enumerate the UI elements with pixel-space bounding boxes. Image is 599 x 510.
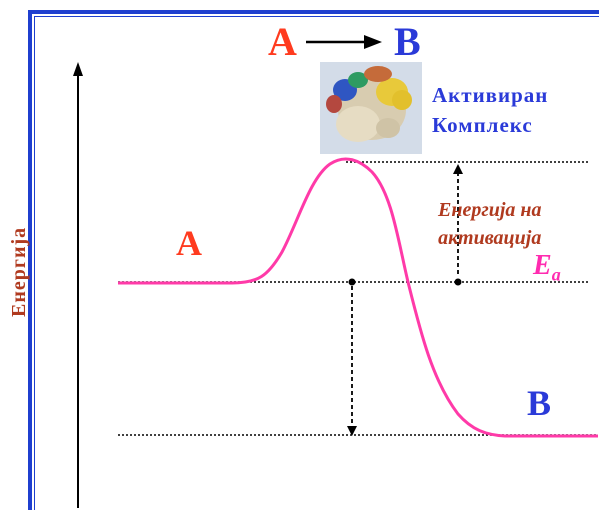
reactant-curve-label: A xyxy=(176,223,202,263)
frame-border-left-inner xyxy=(34,16,35,510)
activation-energy-symbol-e: E xyxy=(533,250,552,281)
activated-complex-line2: Комплекс xyxy=(432,113,533,137)
title-reactant-label: A xyxy=(268,19,297,64)
activation-energy-symbol: Ea xyxy=(533,250,561,286)
energy-curve xyxy=(118,157,598,438)
y-axis-label: Енергија xyxy=(8,226,30,317)
title-product-label: B xyxy=(394,19,421,64)
activated-complex-label: Активиран Комплекс xyxy=(432,80,548,140)
frame-border-top-inner xyxy=(34,16,599,17)
reaction-arrowhead xyxy=(364,35,382,49)
activated-complex-line1: Активиран xyxy=(432,83,549,107)
protein-molecule-image xyxy=(320,62,422,154)
frame-border-left xyxy=(28,10,32,510)
activation-energy-arrowhead-top xyxy=(453,164,463,174)
product-curve-label: B xyxy=(527,383,552,423)
activation-energy-line1: Енергија на xyxy=(438,199,542,221)
y-axis-arrowhead xyxy=(73,62,83,76)
activation-energy-label: Енергија на активација xyxy=(438,196,542,252)
frame-border-top xyxy=(28,10,599,14)
activation-energy-dot xyxy=(454,278,462,286)
activation-energy-line2: активација xyxy=(438,227,542,249)
reaction-energy-arrowhead xyxy=(347,426,357,436)
activation-energy-subscript: a xyxy=(551,264,561,285)
reaction-energy-dot xyxy=(348,278,356,286)
